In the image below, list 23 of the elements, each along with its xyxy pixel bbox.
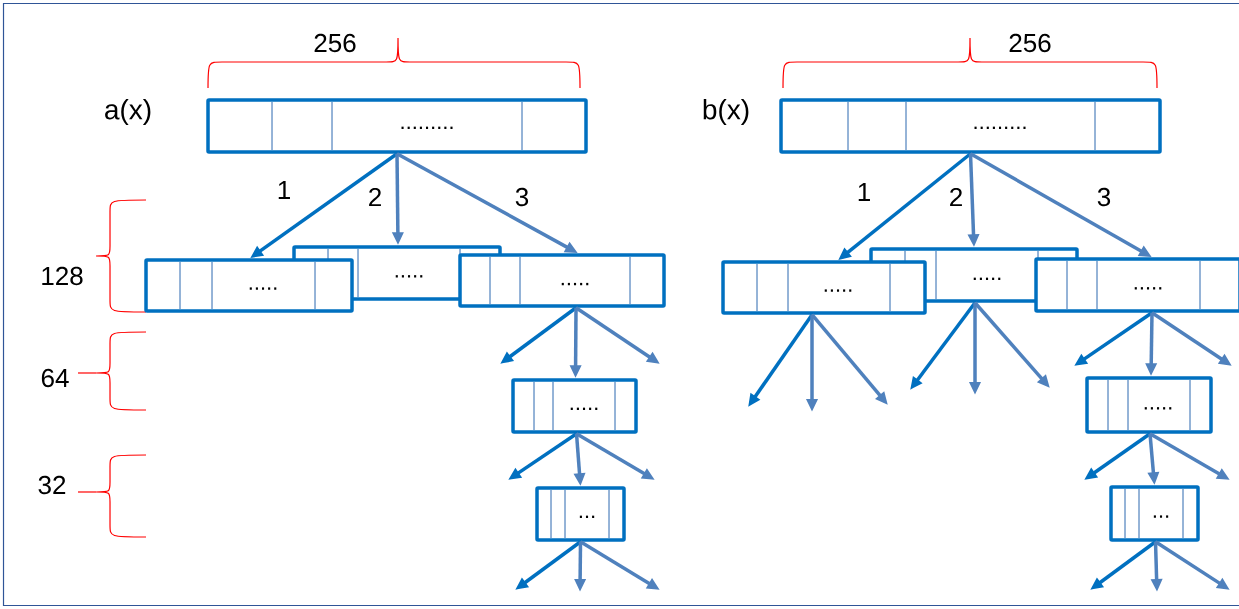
size-label: 64 — [41, 368, 69, 388]
array-name: a(x) — [105, 98, 151, 126]
array-box: ... — [1109, 485, 1200, 542]
edge-label: 1 — [278, 181, 290, 199]
edge-label: 3 — [1097, 187, 1111, 207]
array-box: ......... — [779, 98, 1162, 154]
array-name: b(x) — [703, 98, 749, 126]
edge-label: 2 — [950, 187, 962, 207]
size-label: 256 — [1009, 33, 1051, 53]
array-box: ... — [535, 486, 626, 542]
size-label: 32 — [38, 475, 66, 495]
edge-label: 2 — [369, 187, 381, 207]
array-box: ......... — [206, 98, 588, 154]
size-label: 256 — [314, 33, 356, 53]
array-box: ..... — [458, 253, 666, 308]
size-label: 128 — [42, 266, 83, 286]
array-box: ..... — [721, 260, 927, 315]
array-box: ..... — [1034, 257, 1239, 313]
edge-label: 3 — [515, 187, 529, 207]
array-box: ..... — [1085, 376, 1213, 434]
array-box: ..... — [144, 258, 354, 313]
array-box: ..... — [511, 378, 638, 434]
edge-label: 1 — [858, 183, 870, 201]
